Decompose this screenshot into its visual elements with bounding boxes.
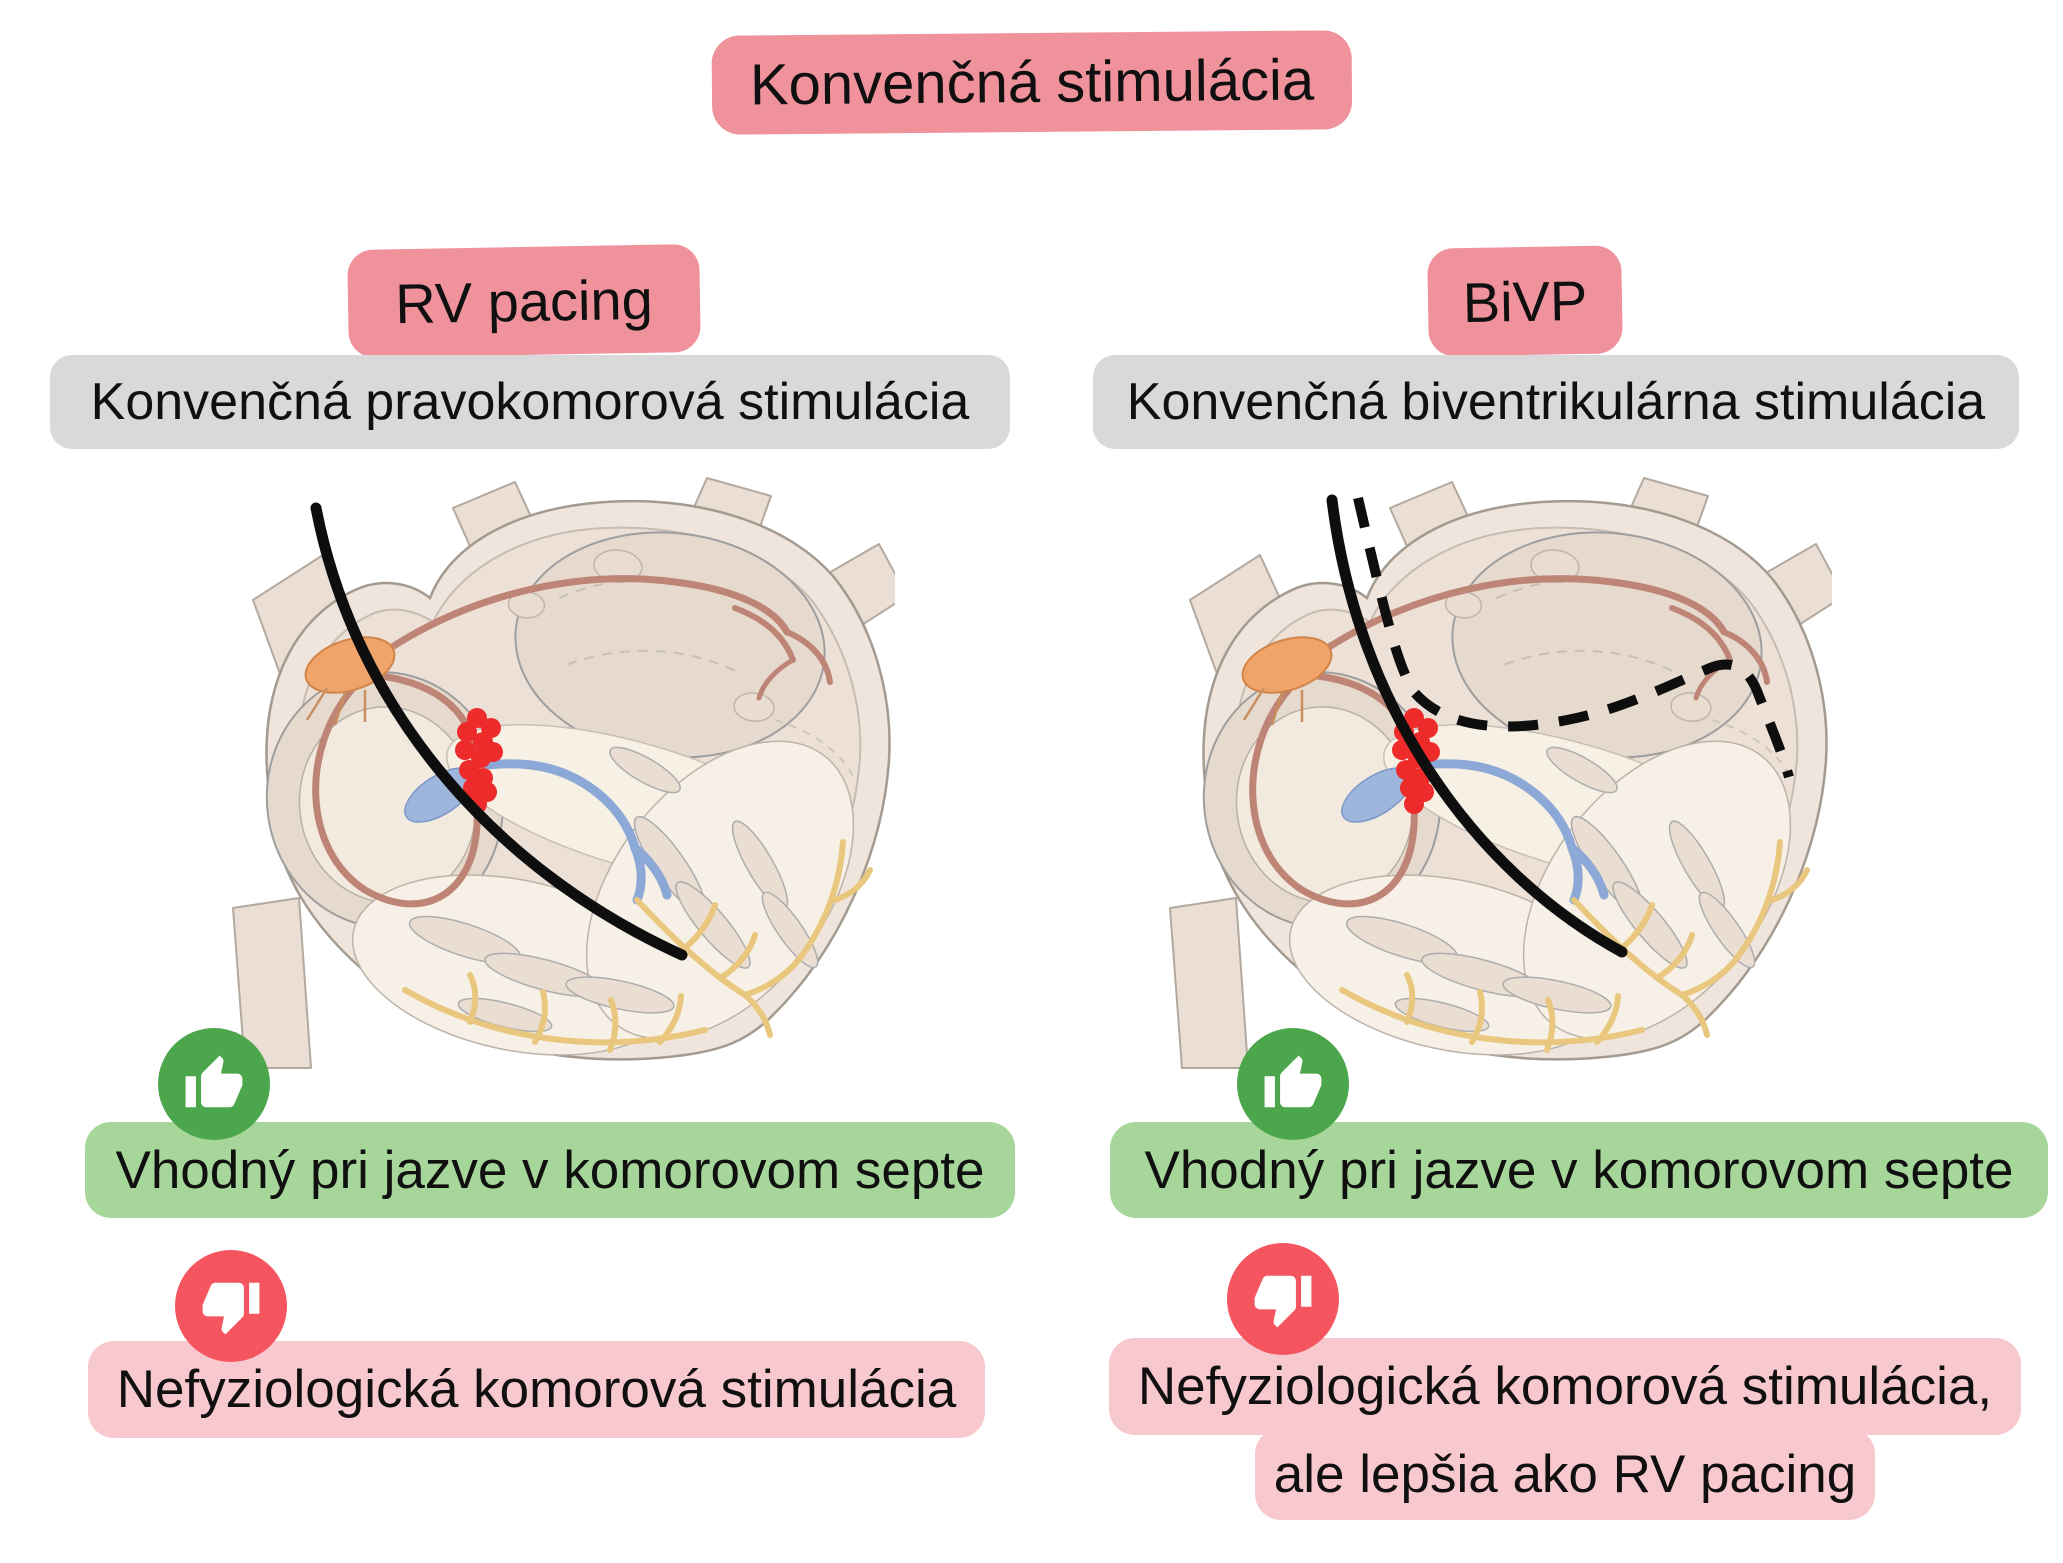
column-header-rv-pacing: RV pacing [347, 243, 701, 359]
his-bundle [404, 759, 672, 905]
thumbs-up-badge [1237, 1028, 1349, 1140]
column-header-bivp-text: BiVP [1462, 268, 1588, 334]
con-banner-bivp-line2: ale lepšia ako RV pacing [1255, 1428, 1875, 1520]
subtitle-rv-text: Konvenčná pravokomorová stimulácia [90, 373, 970, 431]
heart-illustration-bivp [1169, 477, 1832, 1069]
thumbs-up-badge [158, 1028, 270, 1140]
sa-node-fibers [1242, 687, 1304, 726]
subtitle-bivp: Konvenčná biventrikulárna stimulácia [1093, 355, 2019, 449]
pacing-lead-dashed [1353, 496, 1794, 779]
subtitle-rv-pacing: Konvenčná pravokomorová stimulácia [50, 355, 1010, 449]
heart-illustration-rv [232, 477, 895, 1069]
thumbs-down-icon [202, 1282, 260, 1335]
column-header-rv-text: RV pacing [394, 267, 654, 335]
page-title: Konvenčná stimulácia [710, 30, 1353, 135]
thumbs-down-badge [175, 1250, 287, 1362]
pro-text-bivp: Vhodný pri jazve v komorovom septe [1144, 1140, 2014, 1200]
pacing-lead-solid [1326, 494, 1628, 958]
sa-node-fibers [305, 687, 367, 726]
pro-banner-rv: Vhodný pri jazve v komorovom septe [85, 1122, 1015, 1218]
left-atrium [1444, 531, 1763, 759]
page-title-text: Konvenčná stimulácia [749, 47, 1314, 118]
column-header-bivp: BiVP [1427, 245, 1623, 357]
purkinje-fibers [402, 839, 873, 1053]
subtitle-bivp-text: Konvenčná biventrikulárna stimulácia [1126, 373, 1986, 431]
thumbs-down-badge [1227, 1243, 1339, 1355]
thumbs-down-icon [1254, 1275, 1312, 1328]
con-banner-bivp-line1: Nefyziologická komorová stimulácia, [1109, 1338, 2021, 1435]
septal-dashes [774, 719, 856, 781]
sa-node [1241, 636, 1333, 694]
pro-banner-bivp: Vhodný pri jazve v komorovom septe [1110, 1122, 2048, 1218]
thumbs-up-icon [1264, 1055, 1322, 1108]
con-banner-rv-line1: Nefyziologická komorová stimulácia [88, 1341, 985, 1438]
pro-text-rv: Vhodný pri jazve v komorovom septe [115, 1140, 985, 1200]
thumbs-up-icon [185, 1055, 243, 1108]
purkinje-fibers [1339, 839, 1810, 1053]
his-bundle [1341, 759, 1609, 905]
scar-dots [455, 708, 503, 814]
pacing-lead-solid [310, 502, 688, 961]
